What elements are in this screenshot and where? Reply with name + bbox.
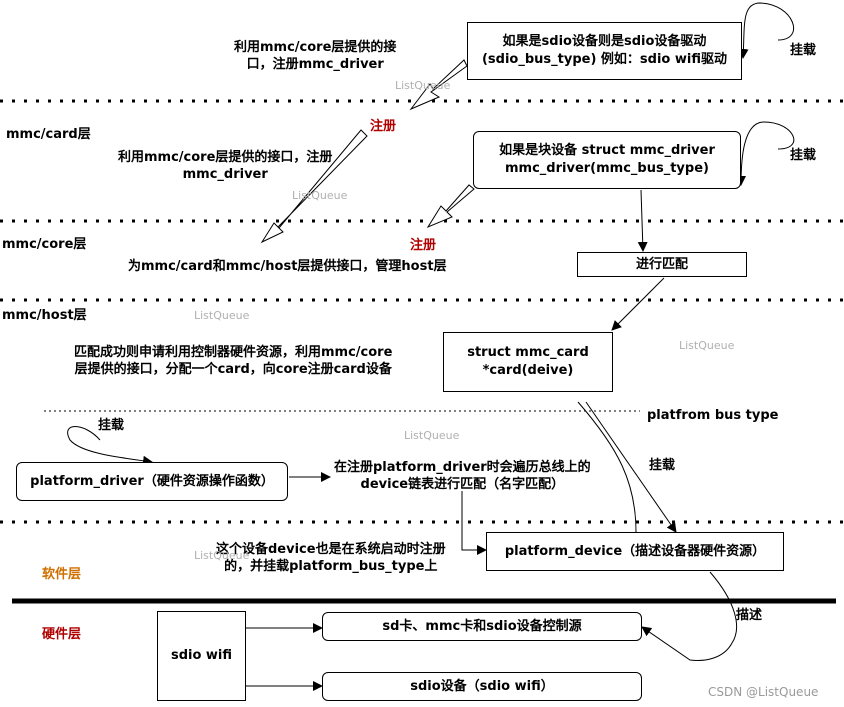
layer-mmc-card: mmc/card层: [6, 127, 91, 142]
sdio-driver-line-2: (sdio_bus_type) 例如：sdio wifi驱动: [481, 52, 727, 67]
watermark-6: ListQueue: [194, 549, 250, 562]
label-traverse: 在注册platform_driver时会遍历总线上的 device链表进行匹配（…: [334, 459, 591, 493]
sdio-driver-box: 如果是sdio设备则是sdio设备驱动 (sdio_bus_type) 例如：sd…: [467, 22, 742, 80]
controller-box: sd卡、mmc卡和sdio设备控制源: [322, 612, 642, 641]
label-use-core-mid: 利用mmc/core层提供的接口，注册 mmc_driver: [118, 149, 332, 183]
curve-mmc-card-to-platform-device: [577, 401, 637, 533]
label-register-2: 注册: [410, 238, 437, 253]
mmc-driver-line-1: 如果是块设备 struct mmc_driver: [499, 143, 715, 158]
arrow-platform-device-to-controller: [641, 571, 738, 661]
platform-device-label: platform_device（描述设备器硬件资源）: [504, 543, 766, 559]
label-use-core-mid-line-1: 利用mmc/core层提供的接口，注册: [118, 150, 333, 165]
loop-arrow-hang-3: [67, 426, 153, 466]
label-device-note: 这个设备device也是在系统启动时注册 的，并挂载platform_bus_t…: [216, 541, 446, 575]
arrow-mmc-driver-to-match: [637, 189, 648, 252]
loop-arrow-hang-2: [736, 121, 795, 186]
mmc-card-line-1: struct mmc_card: [467, 345, 589, 360]
mmc-card-line-2: *card(deive): [482, 363, 574, 378]
label-hang-3: 挂载: [98, 418, 125, 433]
watermark-3: ListQueue: [194, 309, 250, 322]
arrow-traverse-to-platform-device: [461, 491, 487, 555]
hollow-arrow-register-mid: [260, 129, 368, 244]
label-device-note-line-1: 这个设备device也是在系统启动时注册: [216, 542, 446, 557]
watermark-1: ListQueue: [395, 79, 451, 92]
platform-device-box: platform_device（描述设备器硬件资源）: [486, 532, 784, 571]
layer-mmc-core: mmc/core层: [2, 237, 87, 252]
mmc-driver-line-2: mmc_driver(mmc_bus_type): [505, 161, 709, 176]
sdio-driver-line-1: 如果是sdio设备则是sdio设备驱动: [502, 34, 707, 49]
match-box: 进行匹配: [577, 252, 747, 277]
sdio-device-label: sdio设备（sdio wifi）: [410, 678, 554, 694]
label-use-core-top: 利用mmc/core层提供的接 口，注册mmc_driver: [234, 39, 396, 73]
label-use-core-top-line-2: 口，注册mmc_driver: [246, 57, 384, 72]
mmc-driver-box: 如果是块设备 struct mmc_driver mmc_driver(mmc_b…: [473, 131, 741, 189]
label-match-success-line-1: 匹配成功则申请利用控制器硬件资源，利用mmc/core: [74, 345, 393, 360]
label-use-core-top-line-1: 利用mmc/core层提供的接: [234, 40, 397, 55]
layer-software: 软件层: [42, 567, 82, 582]
watermark-2: ListQueue: [292, 189, 348, 202]
label-core-desc: 为mmc/card和mmc/host层提供接口，管理host层: [128, 259, 447, 274]
controller-label: sd卡、mmc卡和sdio设备控制源: [382, 618, 582, 634]
sdio-wifi-box: sdio wifi: [157, 611, 246, 701]
loop-arrow-hang-1: [738, 2, 795, 59]
watermark-4: ListQueue: [679, 339, 735, 352]
arrow-match-to-mmc-card: [611, 277, 665, 331]
label-describe: 描述: [736, 608, 763, 623]
layer-mmc-host: mmc/host层: [2, 308, 87, 323]
label-device-note-line-2: 的，并挂载platform_bus_type上: [224, 559, 438, 574]
platform-driver-box: platform_driver（硬件资源操作函数）: [16, 462, 288, 501]
label-match-success: 匹配成功则申请利用控制器硬件资源，利用mmc/core 层提供的接口，分配一个c…: [74, 344, 392, 378]
layer-hardware: 硬件层: [42, 627, 82, 642]
label-platfrom-bus: platfrom bus type: [647, 408, 779, 423]
arrow-mmc-card-to-platform-device: [585, 401, 677, 533]
match-label: 进行匹配: [635, 256, 688, 272]
sdio-device-box: sdio设备（sdio wifi）: [322, 672, 642, 701]
mmc-card-box: struct mmc_card *card(deive): [443, 332, 613, 392]
label-hang-2: 挂载: [790, 148, 817, 163]
label-use-core-mid-line-2: mmc_driver: [182, 167, 268, 182]
label-traverse-line-2: device链表进行匹配（名字匹配）: [360, 477, 565, 492]
label-hang-4: 挂载: [649, 458, 676, 473]
csdn-watermark: CSDN @ListQueue: [708, 685, 819, 699]
watermark-5: ListQueue: [404, 429, 460, 442]
platform-driver-label: platform_driver（硬件资源操作函数）: [30, 473, 274, 489]
label-hang-1: 挂载: [790, 43, 817, 58]
hollow-arrow-register-2: [426, 184, 475, 229]
label-register-1: 注册: [370, 119, 397, 134]
sdio-wifi-label: sdio wifi: [170, 648, 233, 663]
label-traverse-line-1: 在注册platform_driver时会遍历总线上的: [334, 460, 591, 475]
label-match-success-line-2: 层提供的接口，分配一个card，向core注册card设备: [74, 362, 392, 377]
hollow-arrow-register-1: [409, 59, 468, 111]
